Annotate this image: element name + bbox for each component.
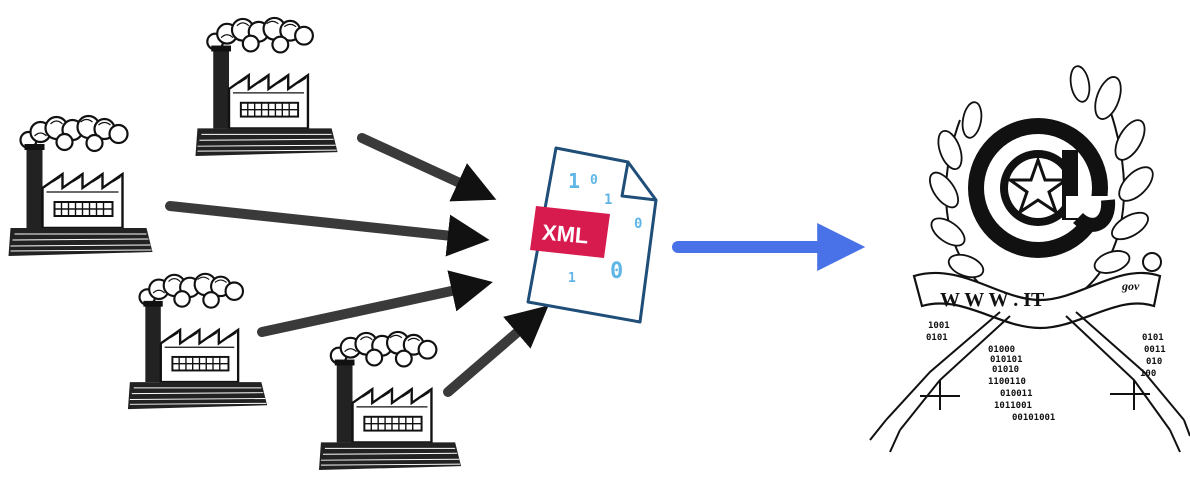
factory-icon [194,16,339,158]
seal-gov-text: gov [1121,279,1140,293]
input-arrow [443,305,549,397]
factory-icon [126,272,269,411]
xml-bit: 1 [604,192,612,208]
seal-binary: 00101001 [1012,413,1055,423]
seal-binary: 1100110 [988,377,1026,387]
seal-binary: 0101 [1142,333,1164,343]
factory-icon [7,114,154,258]
factory-icon [317,330,463,472]
seal-binary: 010011 [1000,389,1033,399]
xml-document-icon: 1 0 1 0 1 0 XML [526,146,658,324]
xml-bit: 1 [568,169,580,193]
seal-binary: 0011 [1144,345,1166,355]
xml-bit: 0 [634,216,642,232]
seal-binary: 1001 [928,321,950,331]
input-arrows [165,133,549,397]
seal-binary: 1011001 [994,401,1032,411]
seal-binary: 100 [1140,369,1156,379]
xml-label: XML [541,220,589,249]
seal-binary: 01010 [992,365,1019,375]
input-arrow [165,201,490,257]
seal-binary: 01000 [988,345,1015,355]
seal-binary: 010 [1146,357,1162,367]
xml-bit: 0 [610,259,623,284]
seal-banner-text: W W W . IT [940,289,1045,311]
input-arrow [357,133,497,202]
xml-bit: 0 [590,173,598,188]
xml-bit: 1 [568,271,576,286]
government-seal-icon: W W W . IT gov 1001 0101 01000 010101 01… [869,65,1190,453]
seal-binary: 0101 [926,333,948,343]
input-arrow [257,270,493,337]
seal-binary: 010101 [990,355,1023,365]
